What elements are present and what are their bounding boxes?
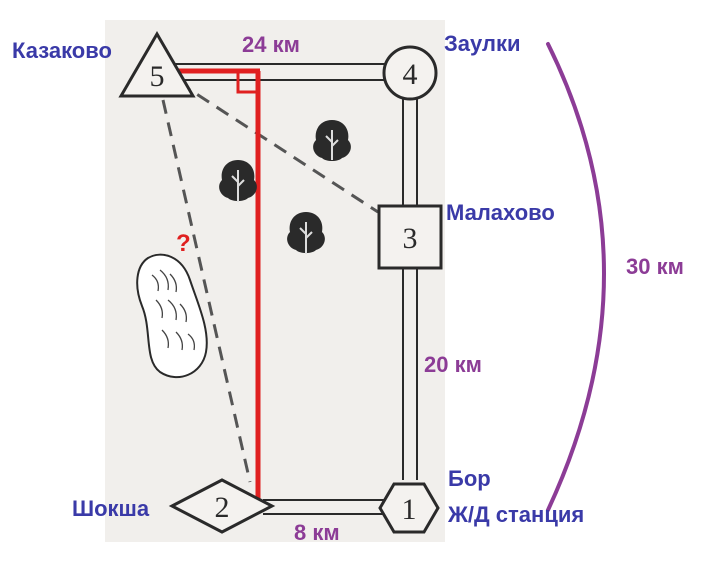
distance-right-road: 20 км [424, 352, 482, 377]
distance-bottom: 8 км [294, 520, 340, 545]
question-mark: ? [176, 230, 191, 257]
road-top [170, 63, 388, 81]
place-bor: Бор [448, 466, 491, 491]
dashed-path-kazakovo-malakhovo [177, 80, 379, 214]
place-station: Ж/Д станция [448, 502, 585, 527]
place-kazakovo: Казаково [12, 38, 112, 63]
distance-top: 24 км [242, 32, 300, 57]
distance-arc [546, 42, 606, 512]
node-4-label: 4 [403, 58, 418, 91]
node-2-diamond: 2 [168, 478, 276, 534]
road-right [402, 96, 418, 480]
tree-icon [313, 120, 351, 161]
tree-icon [219, 160, 257, 202]
distance-arc-label: 30 км [626, 254, 684, 279]
node-1-hexagon: 1 [378, 482, 440, 534]
red-construction [172, 68, 261, 506]
right-angle-marker [236, 71, 258, 94]
node-5-triangle: 5 [118, 31, 196, 98]
node-4-circle: 4 [382, 45, 438, 101]
node-3-label: 3 [403, 222, 418, 255]
node-1-label: 1 [402, 493, 417, 526]
place-zaulki: Заулки [444, 31, 521, 56]
node-3-square: 3 [377, 204, 443, 270]
node-2-label: 2 [215, 491, 230, 524]
place-shoksha: Шокша [72, 496, 150, 521]
road-bottom [263, 499, 385, 515]
place-malakhovo: Малахово [446, 200, 555, 225]
tree-icon [287, 212, 325, 254]
dashed-path-kazakovo-shoksha [161, 99, 252, 483]
lake-icon [136, 253, 208, 379]
node-5-label: 5 [150, 60, 165, 93]
